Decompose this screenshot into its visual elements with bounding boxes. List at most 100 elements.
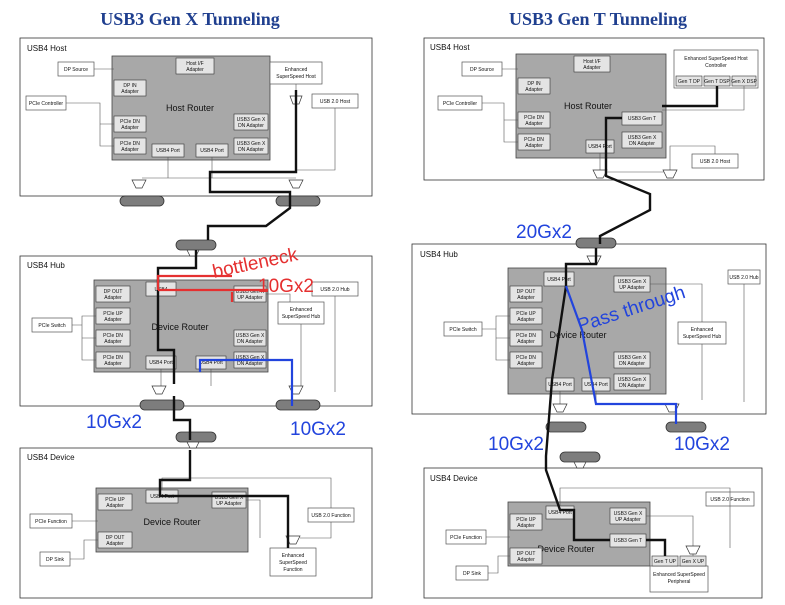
svg-text:PCIe Controller: PCIe Controller [29,101,64,107]
svg-text:PCIe UP: PCIe UP [516,517,536,523]
left-device: USB4 Device Device Router PCIe UP Adapte… [19,431,373,599]
svg-text:USB4 Port: USB4 Port [199,360,223,366]
svg-text:PCIe UP: PCIe UP [516,311,536,317]
left-device-router-label: Device Router [143,517,200,527]
left-host-dp-in-adapter [113,79,147,97]
svg-text:USB3 Gen X: USB3 Gen X [236,289,265,295]
svg-text:DP IN: DP IN [123,83,137,89]
svg-text:USB3 Gen T: USB3 Gen T [628,116,656,122]
left-host-router-label: Host Router [166,103,214,113]
svg-text:USB3 Gen X: USB3 Gen X [237,141,266,147]
left-host-cable-2 [275,195,321,207]
svg-text:DN Adapter: DN Adapter [238,147,264,153]
right-device-cable-top [559,451,601,463]
svg-text:Enhanced: Enhanced [290,307,313,313]
right-host-if-adapter [573,55,611,73]
svg-text:USB 2.0 Host: USB 2.0 Host [700,159,731,165]
right-host: USB4 Host Host Router Host I/F Adapter D… [423,37,765,181]
left-black-data-path [156,90,298,548]
svg-text:USB3 Gen X: USB3 Gen X [618,279,647,285]
svg-text:USB 2.0 Hub: USB 2.0 Hub [320,287,349,293]
svg-text:Gen T DSP: Gen T DSP [704,79,730,85]
left-device-label: USB4 Device [27,453,75,462]
svg-text:USB4 Port: USB4 Port [588,144,612,150]
svg-text:Adapter: Adapter [104,295,122,301]
svg-text:Adapter: Adapter [525,143,543,149]
svg-text:Adapter: Adapter [121,147,139,153]
svg-text:UP Adapter: UP Adapter [216,501,242,507]
svg-text:Adapter: Adapter [104,339,122,345]
svg-text:SuperSpeed Hub: SuperSpeed Hub [683,334,722,340]
left-host-cable-1 [119,195,165,207]
svg-text:Enhanced: Enhanced [691,327,714,333]
left-host-plug-2 [288,179,304,189]
svg-text:PCIe Controller: PCIe Controller [443,101,478,107]
svg-text:PCIe DN: PCIe DN [516,333,536,339]
svg-text:USB 2.0 Host: USB 2.0 Host [320,99,351,105]
svg-text:DP IN: DP IN [527,81,541,87]
right-host-label: USB4 Host [430,43,470,52]
left-device-enhanced-superspeed-function [269,547,317,577]
svg-text:Adapter: Adapter [517,523,535,529]
svg-text:Enhanced: Enhanced [285,67,308,73]
svg-text:DP Source: DP Source [64,67,88,73]
right-black-data-path [544,86,719,556]
svg-text:PCIe DN: PCIe DN [103,355,123,361]
right-device-router-label: Device Router [537,544,594,554]
svg-text:USB3 Gen X: USB3 Gen X [628,135,657,141]
svg-text:Adapter: Adapter [517,361,535,367]
svg-text:USB 2.0 Hub: USB 2.0 Hub [729,275,758,281]
svg-text:PCIe Function: PCIe Function [35,519,67,525]
svg-text:USB4 Port: USB4 Port [149,360,173,366]
right-rate-down-left: 10Gx2 [488,434,544,455]
left-diagram: USB4 Host Host Router Host I/F Adapter D… [19,37,373,599]
right-device-pcie-up-adapter [509,513,543,531]
svg-text:USB4 Port: USB4 Port [547,277,571,283]
left-hub-cable-1 [139,399,185,411]
svg-text:Adapter: Adapter [517,339,535,345]
svg-text:UP Adapter: UP Adapter [237,295,263,301]
svg-text:SuperSpeed: SuperSpeed [279,560,307,566]
svg-text:USB3 Gen X: USB3 Gen X [618,377,647,383]
svg-text:Adapter: Adapter [525,87,543,93]
svg-text:DN Adapter: DN Adapter [237,339,263,345]
svg-text:DP Source: DP Source [470,67,494,73]
svg-text:Adapter: Adapter [517,557,535,563]
svg-text:SuperSpeed Host: SuperSpeed Host [276,74,316,80]
title-left: USB3 Gen X Tunneling [100,9,280,29]
left-hub-label: USB4 Hub [27,261,65,270]
svg-text:DN Adapter: DN Adapter [238,123,264,129]
right-hub-dp-out-adapter [509,285,543,303]
svg-text:Controller: Controller [705,63,727,69]
title-right: USB3 Gen T Tunneling [509,9,687,29]
svg-text:Host I/F: Host I/F [583,59,601,65]
svg-text:PCIe UP: PCIe UP [103,311,123,317]
svg-text:Function: Function [283,567,302,573]
right-hub: USB4 Hub Device Router USB4 Port DP OUT … [411,237,767,433]
svg-text:USB4 Port: USB4 Port [200,148,224,154]
svg-text:PCIe UP: PCIe UP [105,497,125,503]
left-hub-dp-out-adapter [95,285,131,303]
svg-text:USB3 Gen T: USB3 Gen T [614,538,642,544]
left-hub-cable-2 [275,399,321,411]
right-hub-router-label: Device Router [549,330,606,340]
svg-text:SuperSpeed Hub: SuperSpeed Hub [282,314,321,320]
left-rate-down-left: 10Gx2 [86,412,142,433]
svg-text:Adapter: Adapter [583,65,601,71]
svg-text:Adapter: Adapter [121,125,139,131]
left-host-label: USB4 Host [27,44,67,53]
right-host-router-label: Host Router [564,101,612,111]
right-hub-usb3-dn-adapter-2 [613,373,651,391]
left-host-usb3-dn-adapter-1 [233,113,269,131]
svg-text:DN Adapter: DN Adapter [629,141,655,147]
svg-text:PCIe Function: PCIe Function [450,535,482,541]
svg-text:USB4 Port: USB4 Port [548,510,572,516]
left-hub-rate-label: 10Gx2 [258,276,314,297]
svg-text:USB 2.0 Function: USB 2.0 Function [311,513,350,519]
svg-text:Gen T DP: Gen T DP [678,79,701,85]
svg-text:DN Adapter: DN Adapter [619,383,645,389]
right-host-dp-in-adapter [517,77,551,95]
left-rate-down-right: 10Gx2 [290,419,346,440]
left-host: USB4 Host Host Router Host I/F Adapter D… [19,37,373,207]
svg-text:DP OUT: DP OUT [104,289,123,295]
